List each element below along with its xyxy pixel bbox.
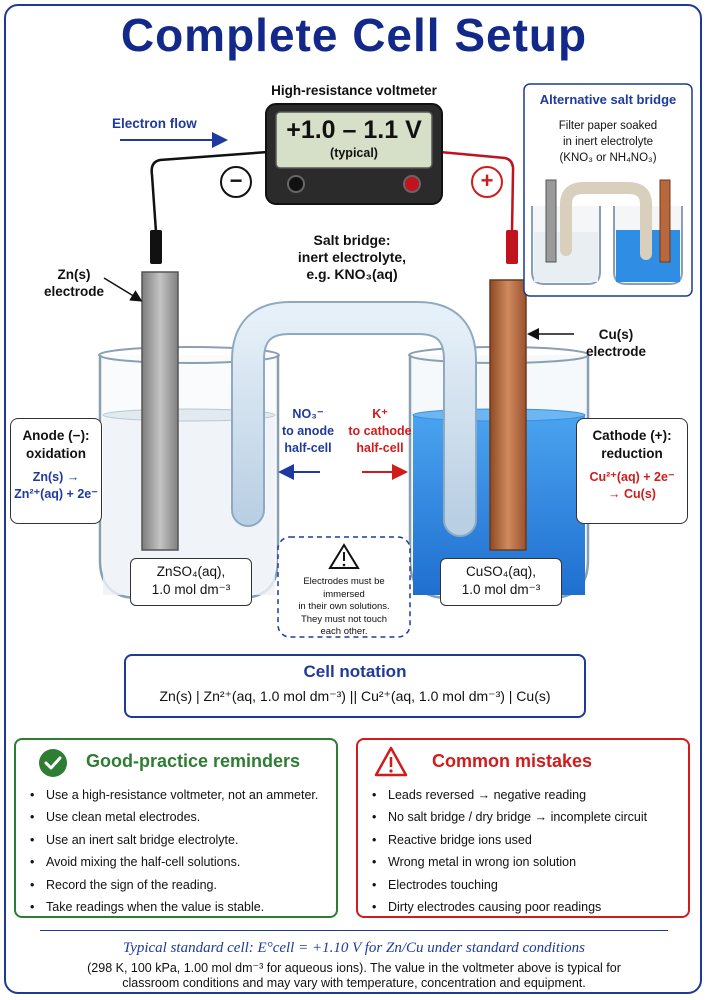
cell-notation-text: Zn(s) | Zn²⁺(aq, 1.0 mol dm⁻³) || Cu²⁺(a… bbox=[159, 688, 551, 704]
left-solution-label: ZnSO₄(aq), 1.0 mol dm⁻³ bbox=[130, 558, 252, 606]
anode-equation: Zn(s) → Zn²⁺(aq) + 2e⁻ bbox=[14, 470, 98, 501]
list-item: Wrong metal in wrong ion solution bbox=[370, 851, 688, 874]
page-title: Complete Cell Setup bbox=[120, 9, 588, 61]
copper-electrode bbox=[489, 279, 527, 551]
list-item: Use a high-resistance voltmeter, not an … bbox=[28, 784, 336, 807]
positive-sign-icon bbox=[471, 166, 503, 198]
salt-bridge-label: Salt bridge: inert electrolyte, e.g. KNO… bbox=[297, 232, 407, 282]
warning-box bbox=[277, 536, 411, 638]
voltmeter-screen bbox=[275, 111, 433, 169]
checkmark-icon bbox=[39, 749, 67, 777]
warning-triangle-icon bbox=[374, 746, 408, 777]
good-practice-title: Good-practice reminders bbox=[86, 751, 301, 771]
alt-bridge-description: Filter paper soaked in inert electrolyte… bbox=[558, 120, 658, 164]
electron-flow-label: Electron flow bbox=[112, 116, 197, 131]
page-frame bbox=[4, 4, 702, 994]
zinc-electrode bbox=[141, 271, 179, 551]
red-clip bbox=[506, 230, 518, 264]
cell-notation-title: Cell notation bbox=[303, 662, 407, 681]
footer-standard-cell: Typical standard cell: E°cell = +1.10 V … bbox=[122, 940, 586, 956]
common-mistakes-panel: Common mistakes Leads reversed → negativ… bbox=[356, 738, 690, 919]
common-mistakes-list: Leads reversed → negative reading No sal… bbox=[358, 784, 688, 919]
red-wire bbox=[439, 150, 515, 233]
list-item: Electrodes touching bbox=[370, 874, 688, 897]
cathode-equation: Cu²⁺(aq) + 2e⁻ → Cu(s) bbox=[589, 470, 675, 501]
right-solution-label: CuSO₄(aq), 1.0 mol dm⁻³ bbox=[440, 558, 562, 606]
warning-text: Electrodes must be immersed in their own… bbox=[298, 576, 390, 637]
copper-electrode-label: Cu(s) electrode bbox=[585, 327, 647, 359]
footer-divider bbox=[40, 930, 668, 931]
alt-bridge-title: Alternative salt bridge bbox=[539, 92, 677, 107]
list-item: Leads reversed → negative reading bbox=[370, 784, 688, 807]
red-terminal bbox=[403, 175, 421, 193]
cathode-box: Cathode (+): reduction Cu²⁺(aq) + 2e⁻ → … bbox=[576, 418, 688, 524]
anode-box: Anode (−): oxidation Zn(s) → Zn²⁺(aq) + … bbox=[10, 418, 102, 524]
footer-note: (298 K, 100 kPa, 1.00 mol dm⁻³ for aqueo… bbox=[87, 961, 621, 990]
nitrate-ion-label: NO₃⁻ to anode half-cell bbox=[281, 407, 335, 455]
potassium-ion-label: K⁺ to cathode half-cell bbox=[348, 407, 412, 455]
cell-notation-box: Cell notation Zn(s) | Zn²⁺(aq, 1.0 mol d… bbox=[124, 654, 586, 718]
list-item: Record the sign of the reading. bbox=[28, 874, 336, 897]
black-wire bbox=[150, 150, 269, 233]
black-terminal bbox=[287, 175, 305, 193]
voltmeter-label: High-resistance voltmeter bbox=[271, 83, 437, 98]
zinc-electrode-label: Zn(s) electrode bbox=[43, 267, 105, 299]
anode-heading: Anode (−): oxidation bbox=[22, 428, 90, 461]
list-item: Dirty electrodes causing poor readings bbox=[370, 896, 688, 919]
cell-diagram bbox=[98, 83, 693, 638]
positive-terminal-label: + bbox=[480, 168, 494, 193]
list-item: Use an inert salt bridge electrolyte. bbox=[28, 829, 336, 852]
voltmeter-reading: +1.0 – 1.1 V bbox=[286, 116, 422, 144]
list-item: Reactive bridge ions used bbox=[370, 829, 688, 852]
good-practice-list: Use a high-resistance voltmeter, not an … bbox=[16, 784, 336, 919]
list-item: Avoid mixing the half-cell solutions. bbox=[28, 851, 336, 874]
negative-sign-icon bbox=[220, 166, 252, 198]
black-clip bbox=[150, 230, 162, 264]
common-mistakes-title: Common mistakes bbox=[432, 751, 593, 771]
list-item: Take readings when the value is stable. bbox=[28, 896, 336, 919]
voltmeter-reading-note: (typical) bbox=[330, 146, 378, 160]
list-item: Use clean metal electrodes. bbox=[28, 806, 336, 829]
good-practice-panel: Good-practice reminders Use a high-resis… bbox=[14, 738, 338, 919]
list-item: No salt bridge / dry bridge → incomplete… bbox=[370, 806, 688, 829]
negative-terminal-label: − bbox=[229, 168, 243, 193]
cathode-heading: Cathode (+): reduction bbox=[592, 428, 672, 461]
